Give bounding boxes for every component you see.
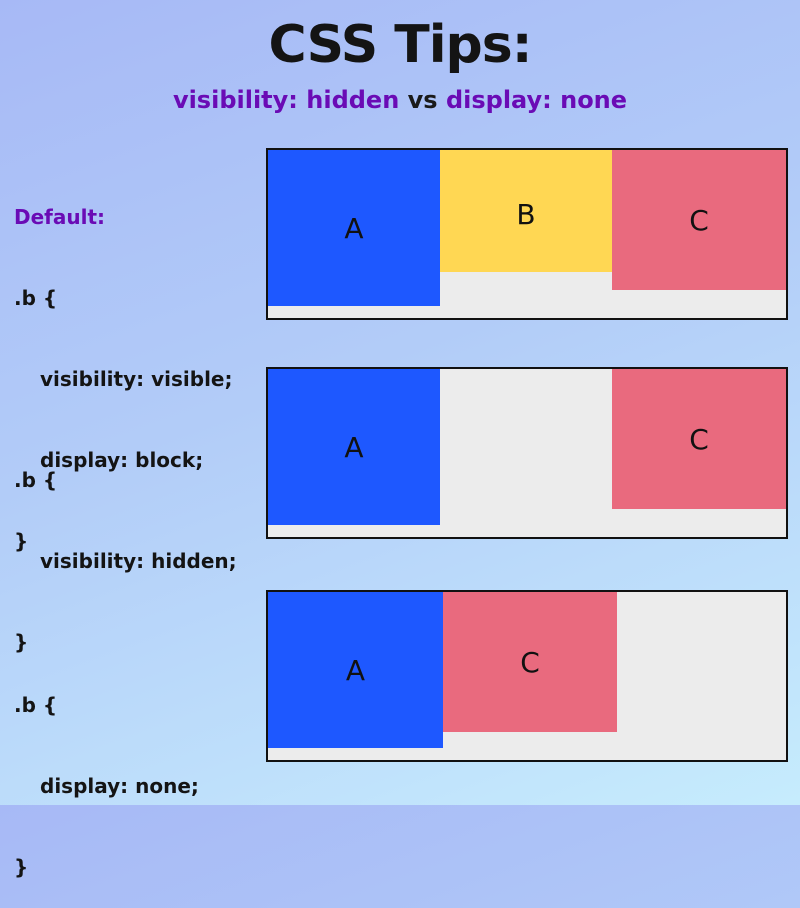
block-a: A (268, 592, 443, 748)
code-label-default: Default: (14, 205, 106, 229)
code-line-selector: .b { (14, 468, 58, 492)
demo-container-default: A B C (266, 148, 788, 320)
code-line-close-brace: } (14, 529, 29, 553)
code-line-visibility: visibility: visible; (40, 367, 233, 391)
block-c: C (612, 369, 786, 509)
code-line-close-brace: } (14, 855, 29, 879)
code-snippet-display-none: .b { display: none; } (14, 638, 199, 908)
demo-container-display-none: A C (266, 590, 788, 762)
block-c: C (443, 592, 617, 732)
block-b: B (440, 150, 612, 272)
subtitle-display-none: display: none (445, 86, 628, 114)
subtitle-vs: vs (407, 86, 438, 114)
code-line-selector: .b { (14, 286, 58, 310)
block-a: A (268, 369, 440, 525)
code-line-selector: .b { (14, 693, 58, 717)
page-subtitle: visibility: hidden vs display: none (0, 84, 800, 116)
demo-container-visibility-hidden: A C (266, 367, 788, 539)
subtitle-visibility-hidden: visibility: hidden (172, 86, 400, 114)
code-line-display: display: none; (40, 774, 199, 798)
page-title: CSS Tips: (268, 15, 532, 75)
code-line-visibility: visibility: hidden; (40, 549, 237, 573)
code-snippet-default: Default: .b { visibility: visible; displ… (14, 150, 232, 582)
code-line-display: display: block; (40, 448, 204, 472)
block-a: A (268, 150, 440, 306)
code-snippet-visibility-hidden: .b { visibility: hidden; } (14, 413, 237, 683)
block-c: C (612, 150, 786, 290)
code-line-close-brace: } (14, 630, 29, 654)
